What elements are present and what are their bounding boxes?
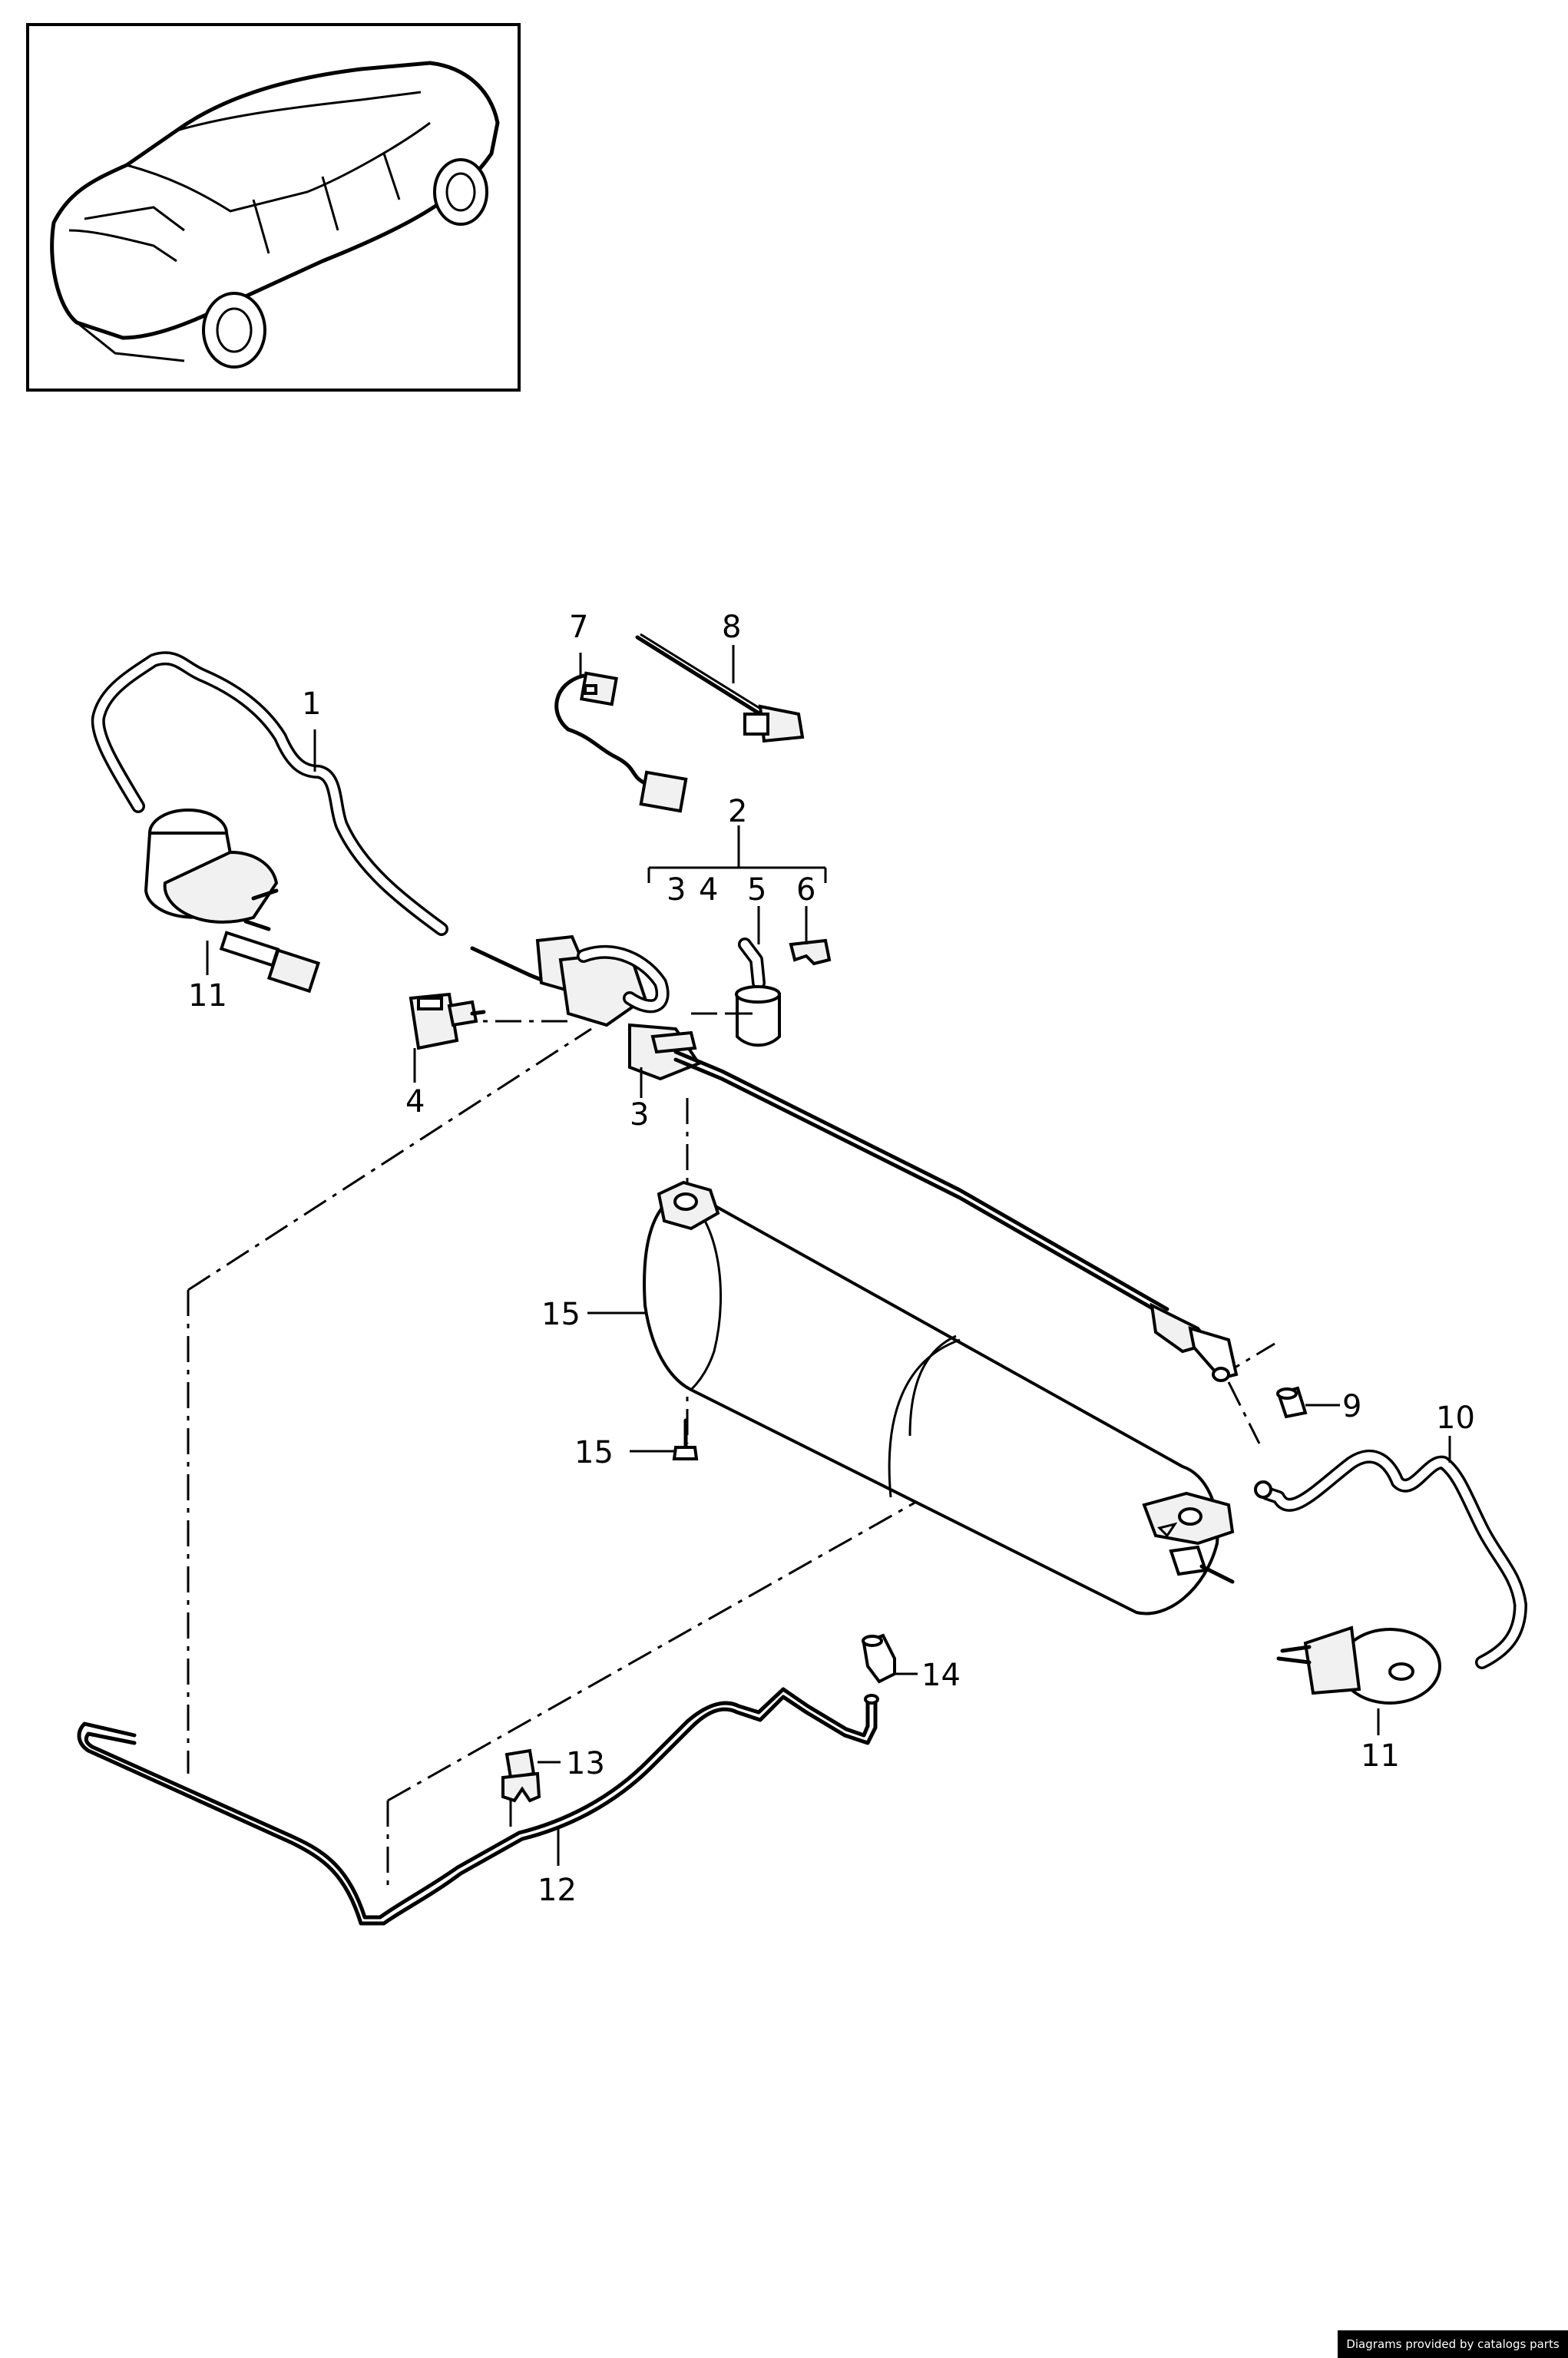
part-10-hose [1254, 1449, 1527, 1669]
part-14-elbow [862, 1633, 896, 1684]
callout-15-bolt: 15 [574, 1435, 614, 1470]
callout-9: 9 [1342, 1389, 1361, 1424]
callout-6: 6 [796, 872, 815, 908]
part-13-clip [501, 1748, 541, 1803]
part-15-bolt [672, 1418, 699, 1460]
callout-leaders [206, 645, 1451, 1866]
callout-7: 7 [569, 610, 588, 645]
part-11-canister-left [144, 809, 321, 994]
callout-13: 13 [566, 1746, 605, 1781]
part-4-solenoid [409, 992, 486, 1050]
callout-1: 1 [302, 686, 321, 722]
part-15-canister [643, 1180, 1235, 1616]
callout-10: 10 [1436, 1401, 1475, 1436]
callout-4: 4 [405, 1084, 425, 1119]
callout-15-canister: 15 [541, 1297, 581, 1332]
part-5-valve [726, 938, 781, 1047]
part-6-clip [789, 938, 832, 966]
callout-5: 5 [747, 872, 766, 908]
part-7-sensor-cable [554, 671, 688, 813]
callout-12: 12 [538, 1873, 577, 1908]
part-9-connector [1276, 1386, 1308, 1419]
part-2-group-bracket [647, 825, 827, 883]
vehicle-thumbnail [26, 23, 521, 392]
part-1-hose [91, 651, 532, 977]
callout-3-group: 3 [667, 872, 686, 908]
callout-14: 14 [921, 1658, 961, 1693]
callout-11-left: 11 [188, 978, 227, 1014]
callout-11-right: 11 [1361, 1738, 1400, 1774]
credit-badge: Diagrams provided by catalogs parts [1338, 2330, 1568, 2358]
valve-assembly-and-pipe [528, 934, 1239, 1382]
callout-4-group: 4 [699, 872, 718, 908]
part-11-canister-right [1276, 1625, 1441, 1705]
callout-2: 2 [728, 794, 747, 829]
callout-labels: 1 2 3 4 5 6 7 8 11 4 3 15 15 9 10 11 12 … [188, 610, 1475, 1908]
callout-8: 8 [722, 610, 741, 645]
part-8-cable-holder [635, 633, 805, 743]
part-12-pipe [77, 1687, 879, 1926]
callout-3: 3 [630, 1097, 649, 1133]
